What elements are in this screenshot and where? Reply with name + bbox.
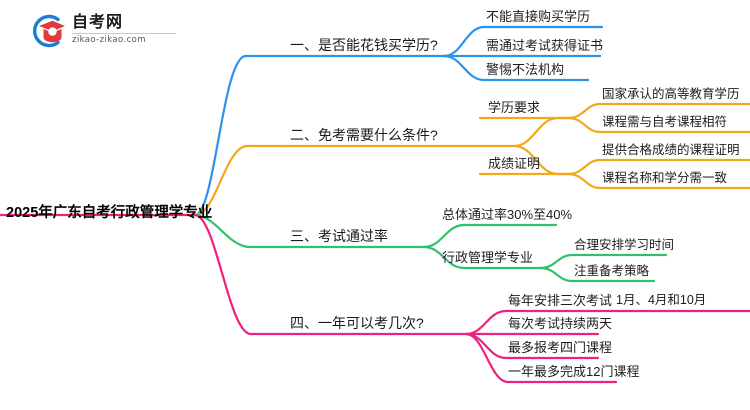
branch-2-child-1-label[interactable]: 学历要求 bbox=[488, 100, 541, 115]
branch-1-child-3-label[interactable]: 警惕不法机构 bbox=[486, 62, 565, 77]
branch-3-child-1-label[interactable]: 总体通过率30%至40% bbox=[442, 207, 573, 222]
branch-4-child-1-sub-1-label[interactable]: 1月、4月和10月 bbox=[616, 293, 707, 307]
branch-1-child-1-label[interactable]: 不能直接购买学历 bbox=[486, 9, 591, 24]
branch-4-child-3-label[interactable]: 最多报考四门课程 bbox=[508, 340, 613, 355]
logo-divider bbox=[72, 33, 176, 34]
branch-1-label[interactable]: 一、是否能花钱买学历? bbox=[290, 37, 438, 53]
branch-2-child-2-sub-2-label[interactable]: 课程名称和学分需一致 bbox=[602, 171, 728, 185]
branch-2-child-2-label[interactable]: 成绩证明 bbox=[488, 156, 541, 171]
branch-3-label[interactable]: 三、考试通过率 bbox=[290, 228, 388, 244]
branch-1-child-2-label[interactable]: 需通过考试获得证书 bbox=[486, 38, 604, 53]
branch-2-child-1-sub-1-label[interactable]: 国家承认的高等教育学历 bbox=[602, 87, 740, 101]
logo-text: 自考网 zikao-zikao.com bbox=[72, 12, 176, 46]
branch-1-links bbox=[193, 25, 604, 217]
branch-2-label[interactable]: 二、免考需要什么条件? bbox=[290, 127, 438, 143]
logo-name-cn: 自考网 bbox=[72, 12, 124, 31]
site-logo: 自考网 zikao-zikao.com bbox=[28, 10, 178, 52]
mindmap-root-label[interactable]: 2025年广东自考行政管理学专业 bbox=[6, 205, 213, 221]
branch-4-label[interactable]: 四、一年可以考几次? bbox=[290, 315, 424, 331]
logo-name-en: zikao-zikao.com bbox=[72, 35, 146, 45]
branch-3-child-2-label[interactable]: 行政管理学专业 bbox=[442, 250, 534, 265]
branch-4-child-1-label[interactable]: 每年安排三次考试 bbox=[508, 293, 613, 308]
branch-3-child-2-sub-1-label[interactable]: 合理安排学习时间 bbox=[574, 238, 675, 252]
branch-2-child-1-sub-2-label[interactable]: 课程需与自考课程相符 bbox=[602, 115, 728, 129]
branch-3-child-2-sub-2-label[interactable]: 注重备考策略 bbox=[574, 264, 650, 278]
branch-2-child-2-sub-1-label[interactable]: 提供合格成绩的课程证明 bbox=[602, 143, 740, 157]
branch-4-child-2-label[interactable]: 每次考试持续两天 bbox=[508, 316, 613, 331]
logo-mark-icon bbox=[33, 14, 65, 48]
branch-4-child-4-label[interactable]: 一年最多完成12门课程 bbox=[508, 364, 640, 379]
